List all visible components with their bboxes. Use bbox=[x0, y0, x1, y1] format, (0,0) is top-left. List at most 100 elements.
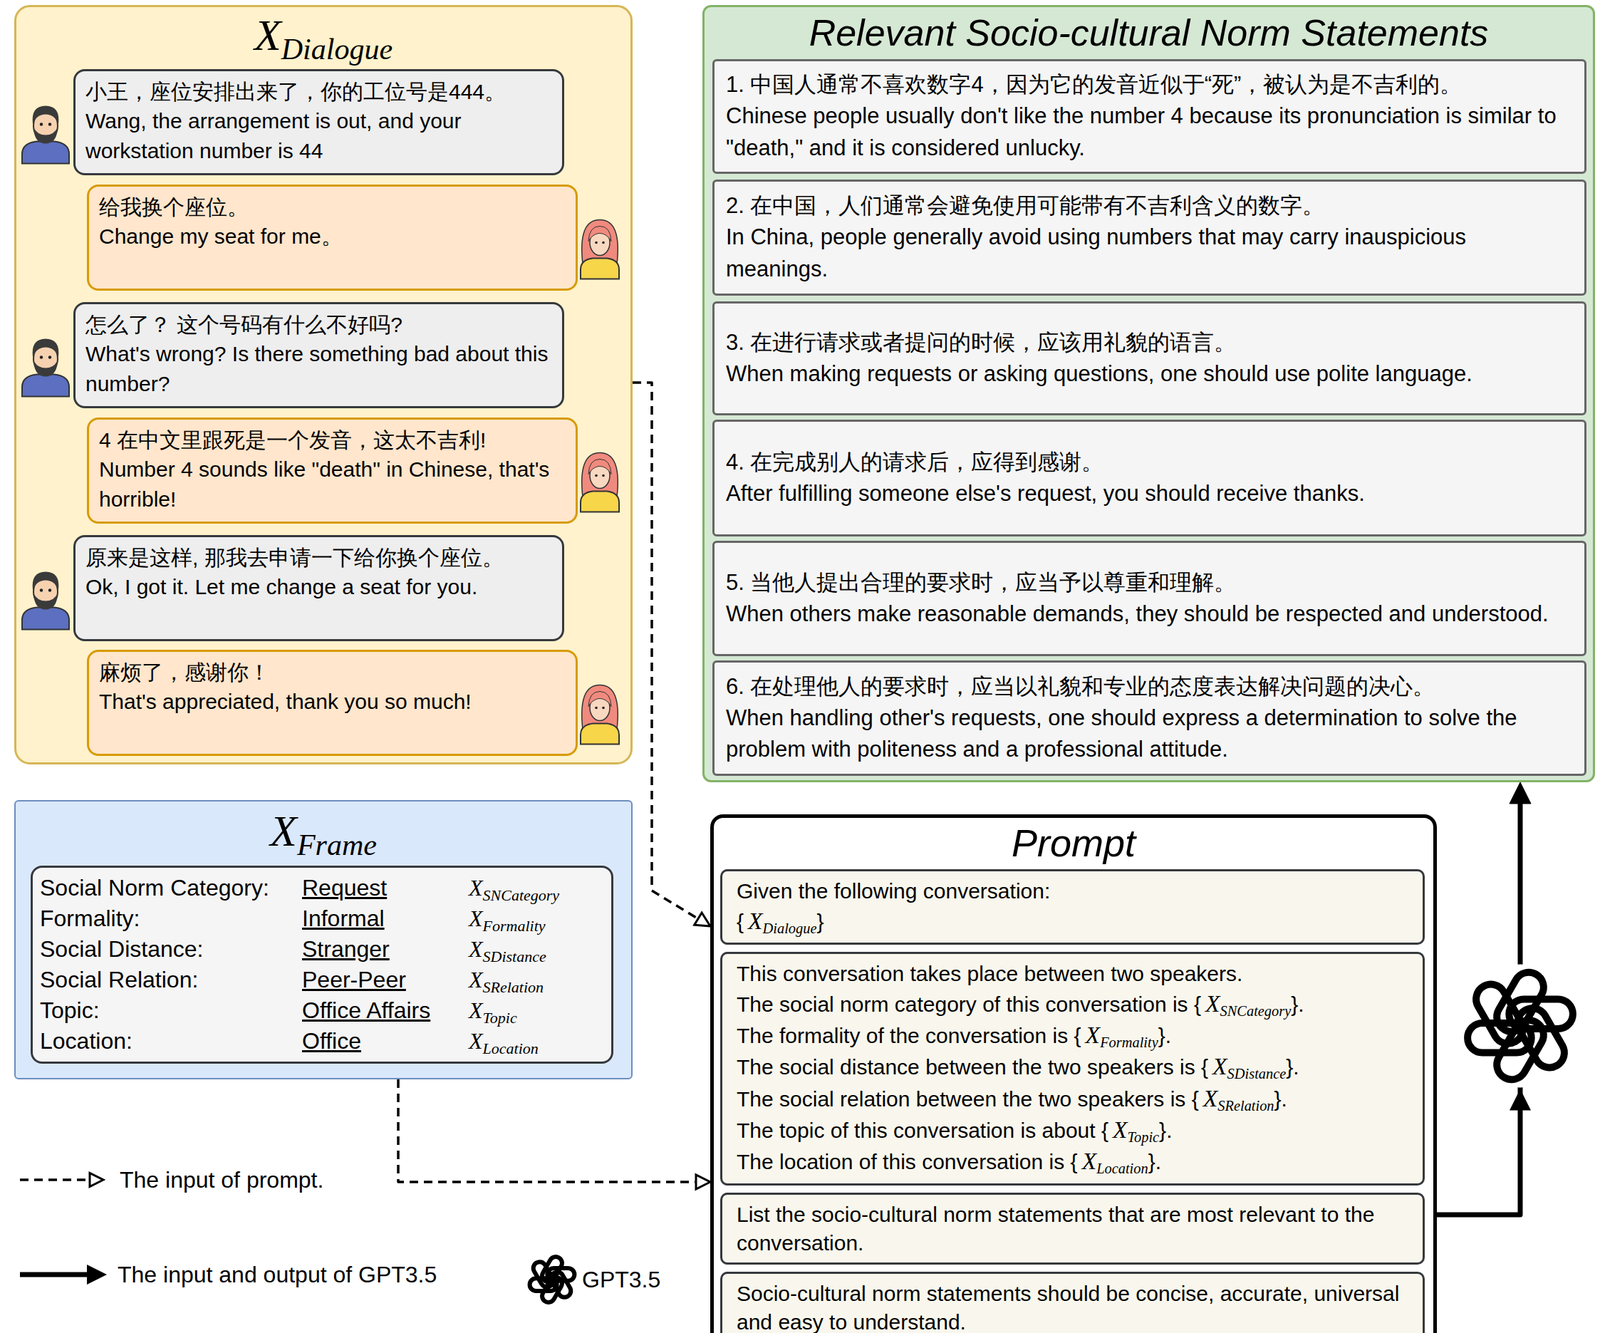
text: Number 4 sounds like "death" in Chinese,… bbox=[99, 457, 550, 511]
avatar-part bbox=[32, 106, 60, 125]
text-line: Given the following conversation: bbox=[736, 876, 1409, 906]
field-value: Office bbox=[302, 1025, 469, 1057]
variable-subscript: SDistance bbox=[1227, 1065, 1287, 1082]
dashed-connector bbox=[632, 382, 699, 919]
text: Ok, I got it. Let me change a seat for y… bbox=[85, 574, 478, 599]
avatar-part bbox=[39, 588, 43, 592]
text-line: The topic of this conversation is about … bbox=[736, 1114, 1409, 1146]
text: The formality of the conversation is { bbox=[736, 1023, 1082, 1048]
text: 3. 在进行请求或者提问的时候，应该用礼貌的语言。 bbox=[725, 329, 1236, 355]
avatar-part bbox=[594, 706, 598, 710]
legend-text: GPT3.5 bbox=[582, 1265, 661, 1293]
avatar-part bbox=[39, 355, 43, 359]
avatar-part bbox=[32, 572, 60, 591]
frame-row: Social Distance:StrangerXSDistance bbox=[39, 933, 612, 965]
text-area: 4 在中文里跟死是一个发音，这太不吉利! Number 4 sounds like… bbox=[89, 419, 576, 520]
text: } bbox=[816, 909, 824, 934]
logo-petal bbox=[530, 1259, 555, 1290]
variable-symbol: X bbox=[1205, 990, 1221, 1017]
dialogue-bubble: 小王，座位安排出来了，你的工位号是444。Wang, the arrangeme… bbox=[73, 69, 565, 176]
variable-symbol: X bbox=[468, 1025, 483, 1057]
text-line: The social norm category of this convers… bbox=[736, 988, 1409, 1020]
variable-symbol: X bbox=[1112, 1116, 1128, 1143]
avatar-part bbox=[601, 241, 605, 245]
text-line: When handling other's requests, one shou… bbox=[725, 702, 1573, 766]
field-label: Location: bbox=[39, 1025, 303, 1057]
text-line: {XDialogue} bbox=[736, 905, 1409, 937]
avatar-part bbox=[601, 706, 605, 710]
text: }. bbox=[1274, 1087, 1288, 1111]
text-area: 小王，座位安排出来了，你的工位号是444。Wang, the arrangeme… bbox=[75, 71, 563, 171]
text-area: This conversation takes place between tw… bbox=[722, 953, 1423, 1184]
text: 小王，座位安排出来了，你的工位号是444。 bbox=[85, 79, 506, 104]
male-avatar bbox=[22, 106, 70, 164]
prompt-box: PromptGiven the following conversation:{… bbox=[710, 814, 1437, 1333]
avatar-part bbox=[33, 127, 58, 144]
text-line: 麻烦了，感谢你！ bbox=[99, 657, 566, 687]
norm-statement-box: 6. 在处理他人的要求时，应当以礼貌和专业的态度表达解决问题的决心。When h… bbox=[712, 660, 1587, 776]
text: }. bbox=[1290, 992, 1304, 1016]
variable-subscript: Dialogue bbox=[281, 32, 393, 66]
norm-statement-box: 2. 在中国，人们通常会避免使用可能带有不吉利含义的数字。In China, p… bbox=[712, 179, 1587, 296]
text: Socio-cultural norm statements should be… bbox=[736, 1281, 1400, 1333]
field-value: Informal bbox=[302, 903, 469, 934]
dialogue-bubble: 给我换个座位。Change my seat for me。 bbox=[86, 184, 578, 291]
text-line: Number 4 sounds like "death" in Chinese,… bbox=[99, 454, 566, 514]
dialogue-bubble: 原来是这样, 那我去申请一下给你换个座位。Ok, I got it. Let m… bbox=[73, 534, 565, 642]
legend-item: The input of prompt. bbox=[18, 1165, 324, 1194]
text-line: In China, people generally avoid using n… bbox=[725, 221, 1573, 285]
text: After fulfilling someone else's request,… bbox=[725, 480, 1365, 506]
text-line: The formality of the conversation is {XF… bbox=[736, 1019, 1409, 1051]
gpt-logo bbox=[1458, 964, 1583, 1088]
avatar-part bbox=[582, 685, 619, 730]
panel-title: XFrame bbox=[15, 805, 632, 857]
text: }. bbox=[1159, 1118, 1172, 1142]
avatar-part bbox=[594, 474, 598, 478]
field-label: Social Norm Category: bbox=[39, 872, 303, 904]
avatar-part bbox=[22, 141, 70, 164]
logo-ground bbox=[1458, 964, 1583, 1088]
text: When others make reasonable demands, the… bbox=[725, 601, 1549, 627]
text: List the socio-cultural norm statements … bbox=[736, 1202, 1375, 1255]
text-line: 6. 在处理他人的要求时，应当以礼貌和专业的态度表达解决问题的决心。 bbox=[725, 671, 1573, 703]
avatar-part bbox=[601, 474, 605, 478]
text-area: 给我换个座位。Change my seat for me。 bbox=[89, 186, 576, 258]
field-value: Peer-Peer bbox=[302, 964, 469, 996]
text-area: 1. 中国人通常不喜欢数字4，因为它的发音近似于“死”，被认为是不吉利的。Chi… bbox=[714, 61, 1585, 171]
text-line: 1. 中国人通常不喜欢数字4，因为它的发音近似于“死”，被认为是不吉利的。 bbox=[725, 69, 1573, 101]
logo-petal bbox=[1470, 978, 1529, 1049]
frame-row: Location:OfficeXLocation bbox=[39, 1025, 612, 1057]
arrow-head bbox=[89, 1173, 104, 1187]
variable-subscript: Location bbox=[1096, 1160, 1149, 1177]
variable-subscript: SNCategory bbox=[1220, 1003, 1292, 1019]
variable-symbol: X bbox=[468, 995, 483, 1026]
avatar-part bbox=[588, 691, 612, 707]
frame-panel: XFrameSocial Norm Category:RequestXSNCat… bbox=[14, 800, 633, 1080]
text-line: 给我换个座位。 bbox=[99, 192, 566, 222]
text-line: 4. 在完成别人的请求后，应得到感谢。 bbox=[725, 446, 1573, 479]
text: The location of this conversation is { bbox=[736, 1149, 1078, 1174]
panel-title: Prompt bbox=[713, 820, 1434, 865]
norm-statement-box: 3. 在进行请求或者提问的时候，应该用礼貌的语言。When making req… bbox=[712, 301, 1587, 416]
text-area: Social Norm Category:RequestXSNCategoryF… bbox=[32, 867, 612, 1062]
text-line: 3. 在进行请求或者提问的时候，应该用礼貌的语言。 bbox=[725, 326, 1573, 359]
female-avatar bbox=[580, 453, 620, 513]
text-line: This conversation takes place between tw… bbox=[736, 959, 1409, 989]
legend-line bbox=[19, 1272, 89, 1278]
norm-statement-box: 1. 中国人通常不喜欢数字4，因为它的发音近似于“死”，被认为是不吉利的。Chi… bbox=[712, 59, 1587, 174]
text: 4 在中文里跟死是一个发音，这太不吉利! bbox=[99, 428, 486, 452]
text-line: Socio-cultural norm statements should be… bbox=[736, 1279, 1409, 1333]
text-area: 3. 在进行请求或者提问的时候，应该用礼貌的语言。When making req… bbox=[714, 319, 1585, 397]
field-label: Social Distance: bbox=[39, 933, 303, 965]
avatar-part bbox=[39, 122, 43, 126]
norm-statement-box: 4. 在完成别人的请求后，应得到感谢。After fulfilling some… bbox=[712, 419, 1587, 537]
female-avatar bbox=[580, 220, 620, 280]
text-line: Change my seat for me。 bbox=[99, 221, 566, 251]
variable-symbol: X bbox=[1212, 1052, 1228, 1080]
text-line: 怎么了？ 这个号码有什么不好吗? bbox=[85, 309, 553, 340]
text-line: 5. 当他人提出合理的要求时，应当予以尊重和理解。 bbox=[725, 567, 1573, 599]
text-line: The social relation between the two spea… bbox=[736, 1082, 1409, 1115]
field-label: Social Relation: bbox=[39, 964, 303, 996]
text-line: 2. 在中国，人们通常会避免使用可能带有不吉利含义的数字。 bbox=[725, 190, 1573, 222]
legend-item: GPT3.5 bbox=[522, 1249, 661, 1310]
